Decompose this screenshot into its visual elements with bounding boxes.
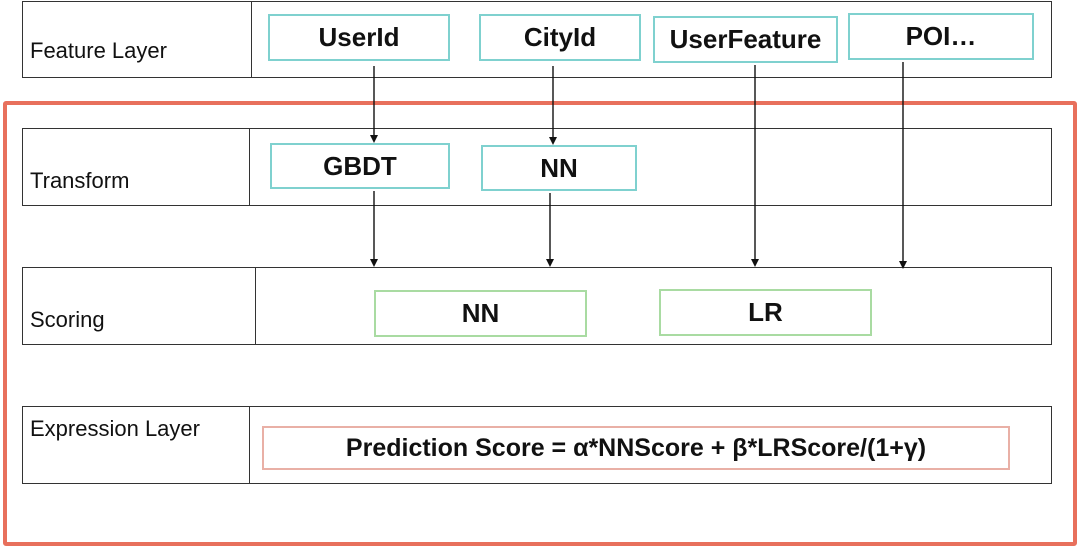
- transform-label: Transform: [30, 168, 130, 193]
- gbdt-node[interactable]: GBDT: [270, 143, 450, 189]
- expression-layer-label: Expression Layer: [30, 416, 200, 441]
- scoring-label: Scoring: [30, 307, 105, 332]
- poi-node[interactable]: POI…: [848, 13, 1034, 60]
- scoring-divider: [255, 268, 256, 344]
- userid-node[interactable]: UserId: [268, 14, 450, 61]
- lr-node[interactable]: LR: [659, 289, 872, 336]
- model-pipeline-frame: [3, 101, 1077, 546]
- transform-nn-node[interactable]: NN: [481, 145, 637, 191]
- feature-layer-divider: [251, 2, 252, 77]
- transform-row: [22, 128, 1052, 206]
- expression-divider: [249, 407, 250, 483]
- feature-layer-label: Feature Layer: [30, 38, 167, 63]
- scoring-nn-node[interactable]: NN: [374, 290, 587, 337]
- cityid-node[interactable]: CityId: [479, 14, 641, 61]
- userfeature-node[interactable]: UserFeature: [653, 16, 838, 63]
- prediction-formula-box: Prediction Score = α*NNScore + β*LRScore…: [262, 426, 1010, 470]
- transform-divider: [249, 129, 250, 205]
